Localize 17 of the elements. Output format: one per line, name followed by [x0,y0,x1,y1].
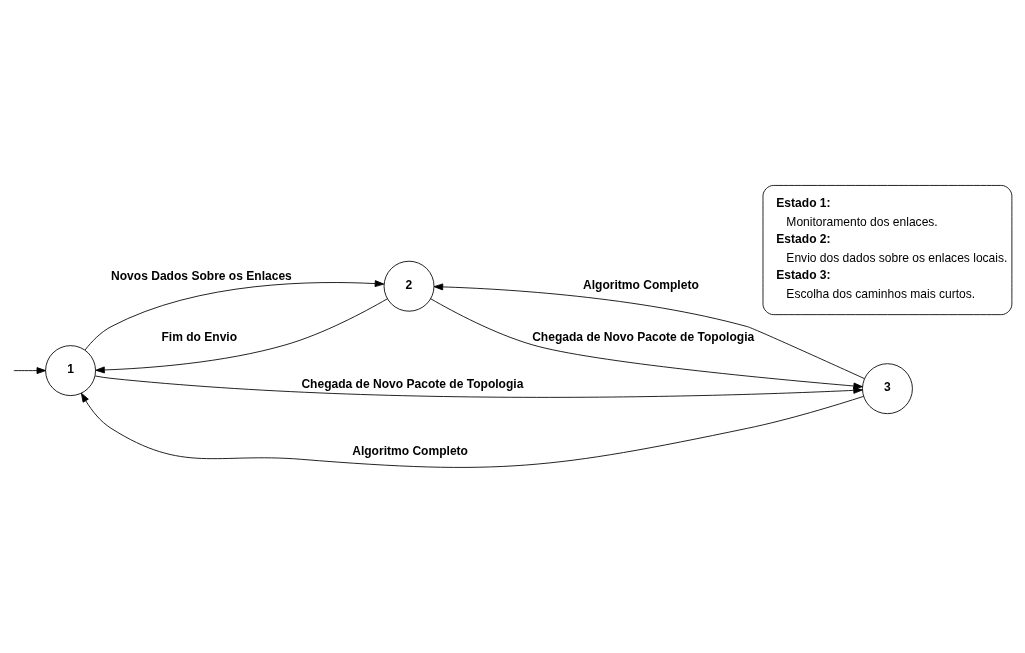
arrow [13,367,47,375]
node-circle: 2 [383,260,435,312]
arrow [433,283,865,380]
node-circle: 3 [862,363,913,415]
arrow [80,392,864,468]
edge-label: Novos Dados Sobre os Enlaces [111,269,292,284]
edge-label: Fim do Envio [161,329,238,344]
arrow [95,298,388,374]
arrow [84,280,385,351]
edge-label: Chegada de Novo Pacote de Topologia [532,329,755,344]
edge-label: Chegada de Novo Pacote de Topologia [301,377,524,391]
arrow [94,375,863,398]
edge-label: Algoritmo Completo [352,444,468,459]
node-circle: 1 [45,345,96,396]
edge-label: Algoritmo Completo [583,277,699,292]
arrow [430,298,863,390]
node-box: Estado 1: Monitoramento dos enlaces. Estado 2: Envio dos dados sobre os enlaces locais. Estado 3: Escolha dos caminhos mais curtos. [762,185,1013,316]
